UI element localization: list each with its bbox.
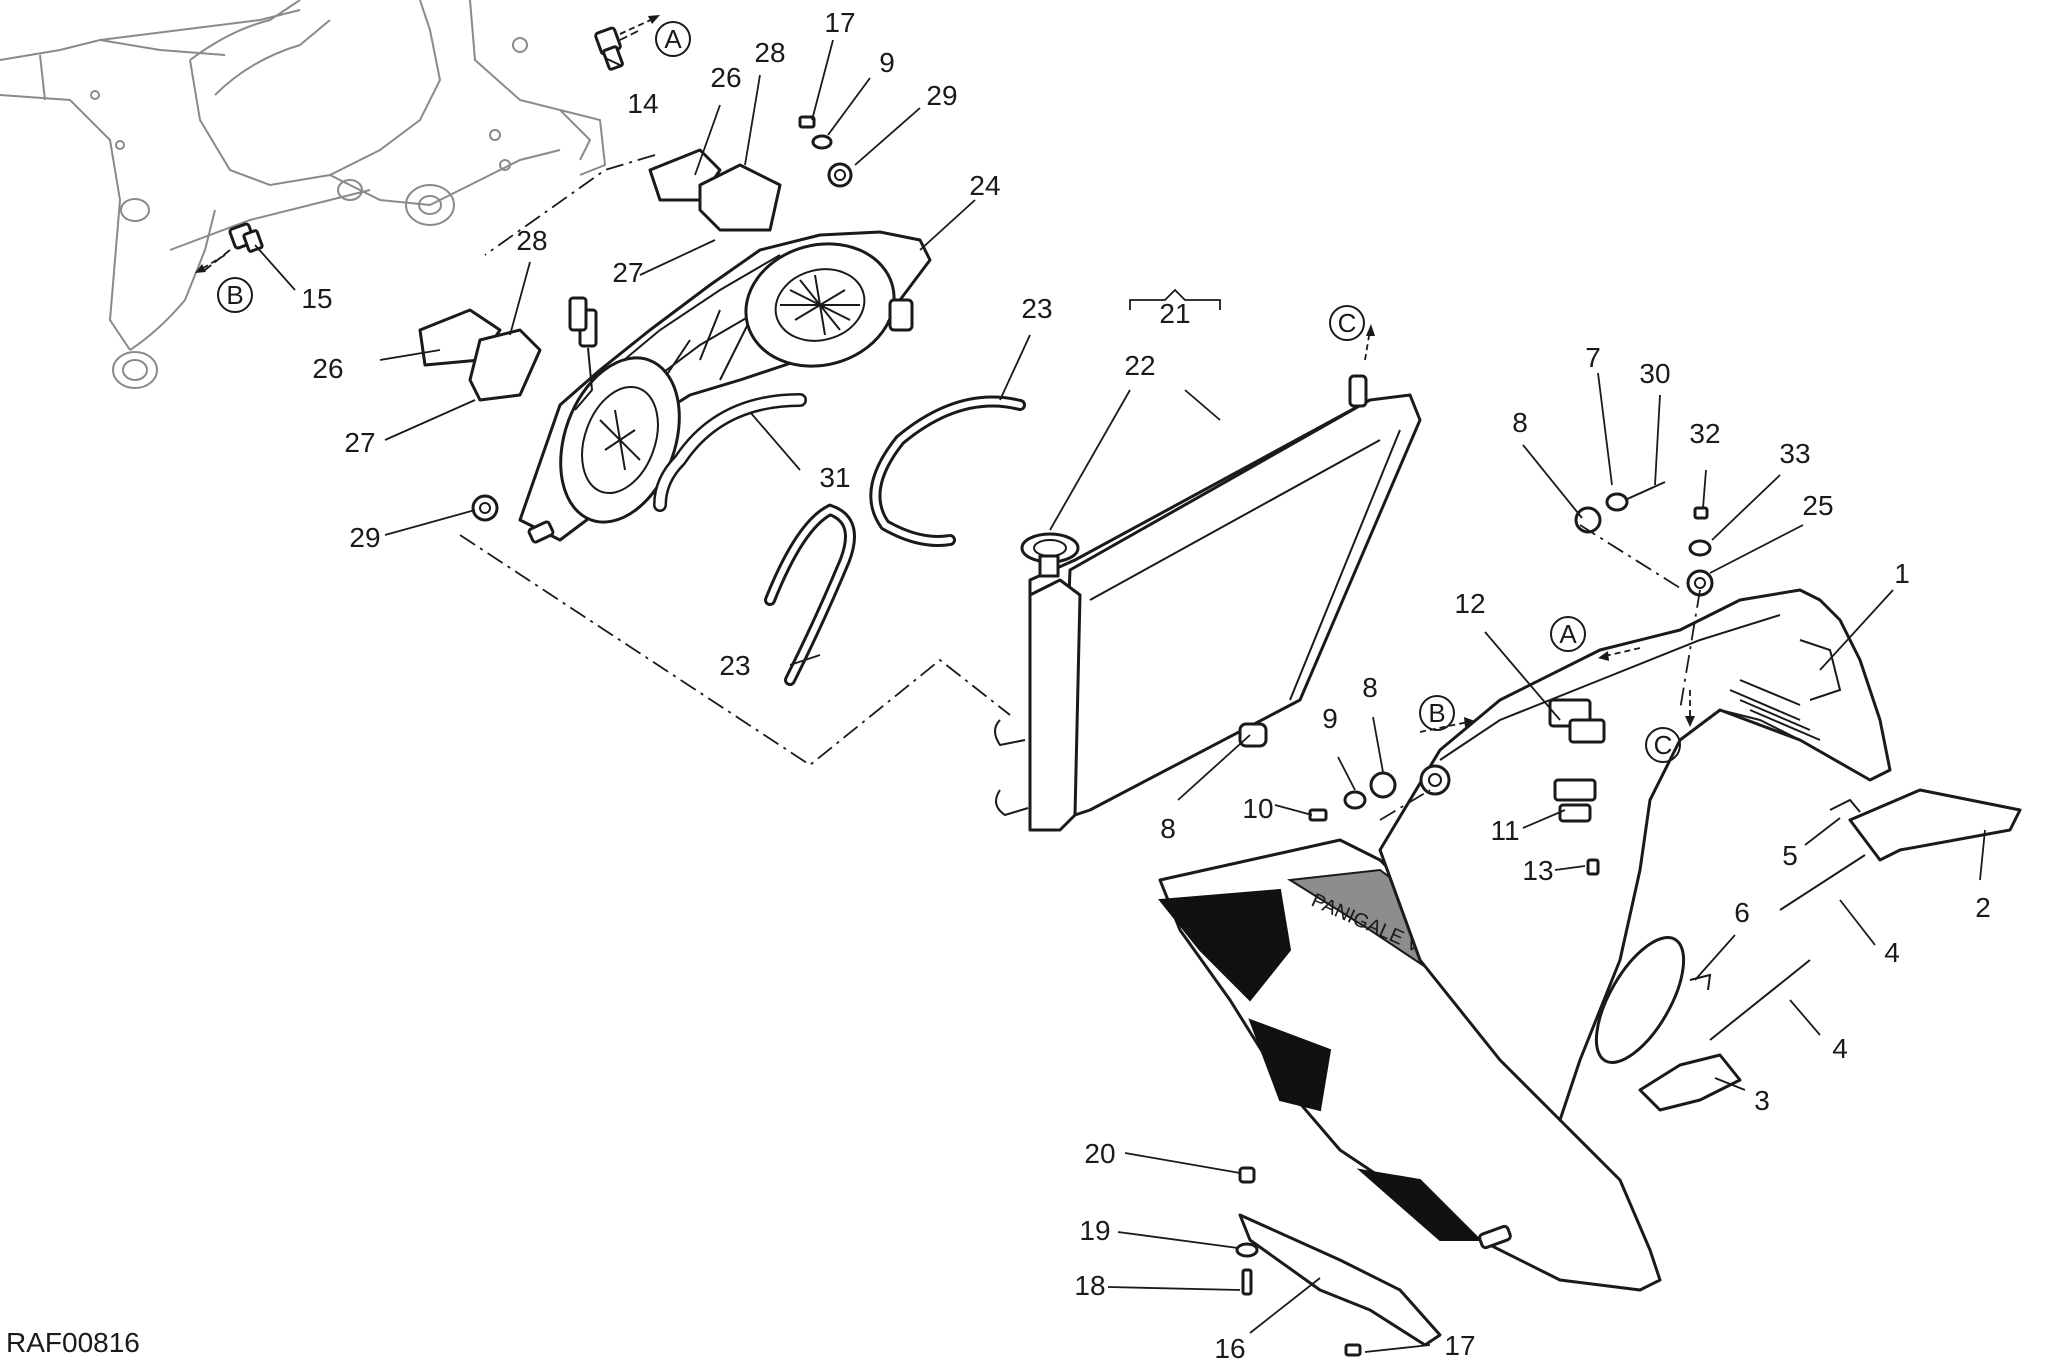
callout-label: 6: [1734, 897, 1750, 928]
callout-label: 17: [824, 7, 855, 38]
callout-label: 7: [1585, 342, 1601, 373]
callout-label: 3: [1754, 1085, 1770, 1116]
heat-shields-upper: [648, 148, 782, 232]
fairing-right-parts: [1638, 788, 2022, 1112]
callout-label: 10: [1242, 793, 1273, 824]
radiator: [994, 374, 1422, 832]
callout-label: 25: [1802, 490, 1833, 521]
callout-label: 18: [1074, 1270, 1105, 1301]
callout-label: 15: [301, 283, 332, 314]
callout-label: 12: [1454, 588, 1485, 619]
ref-letter-b: B: [1428, 698, 1445, 728]
callout-label: 5: [1782, 840, 1798, 871]
bolt-15: [204, 222, 264, 271]
ref-letter-b: B: [226, 280, 243, 310]
reference-arrows: [195, 15, 1695, 733]
callout-label: 24: [969, 170, 1000, 201]
ref-letter-a: A: [1559, 619, 1577, 649]
callout-label: 9: [879, 47, 895, 78]
callout-label: 2: [1975, 892, 1991, 923]
hose-31: [653, 393, 807, 512]
callout-label: 26: [312, 353, 343, 384]
callout-label: 8: [1512, 407, 1528, 438]
fan-shroud: [518, 230, 932, 544]
callouts: 14 15 26 28 17 9 29 24 27 28 26 27 29 31…: [301, 7, 1990, 1359]
callout-label: 26: [710, 62, 741, 93]
callout-label: 11: [1490, 815, 1519, 846]
hose-23-lower: [764, 503, 856, 686]
ref-letter-c: C: [1338, 308, 1357, 338]
callout-label: 29: [926, 80, 957, 111]
callout-label: 20: [1084, 1138, 1115, 1169]
assembly-lines: [459, 154, 1701, 821]
callout-label: 17: [1444, 1330, 1475, 1359]
callout-label: 28: [754, 37, 785, 68]
callout-label: 4: [1884, 937, 1900, 968]
callout-label: 27: [344, 427, 375, 458]
callout-label: 23: [1021, 293, 1052, 324]
hose-23-upper: [869, 395, 1026, 547]
reference-letters: A B C A B C: [217, 21, 1681, 763]
callout-label: 16: [1214, 1333, 1245, 1359]
callout-label: 30: [1639, 358, 1670, 389]
callout-label: 8: [1160, 813, 1176, 844]
callout-label: 4: [1832, 1033, 1848, 1064]
callout-label: 32: [1689, 418, 1720, 449]
connector: [568, 296, 588, 332]
ref-letter-c: C: [1654, 730, 1673, 760]
callout-label: 9: [1322, 703, 1338, 734]
heat-shields-lower: [418, 308, 542, 402]
fan-fasteners-top: [471, 115, 853, 522]
callout-label: 1: [1894, 558, 1910, 589]
callout-label: 28: [516, 225, 547, 256]
callout-label: 21: [1159, 298, 1190, 329]
callout-label: 19: [1079, 1215, 1110, 1246]
leader-lines: [254, 39, 1986, 1353]
callout-label: 8: [1362, 672, 1378, 703]
callout-label: 31: [819, 462, 850, 493]
callout-label: 13: [1522, 855, 1553, 886]
callout-label: 22: [1124, 350, 1155, 381]
callout-label: 14: [627, 88, 658, 119]
callout-label: 29: [349, 522, 380, 553]
callout-label: 33: [1779, 438, 1810, 469]
callout-label: 23: [719, 650, 750, 681]
fasteners-mid: [1308, 481, 1714, 876]
callout-label: 27: [612, 257, 643, 288]
ref-letter-a: A: [664, 24, 682, 54]
frame-ghost: [0, 0, 607, 389]
drawing-code: RAF00816: [6, 1327, 140, 1358]
